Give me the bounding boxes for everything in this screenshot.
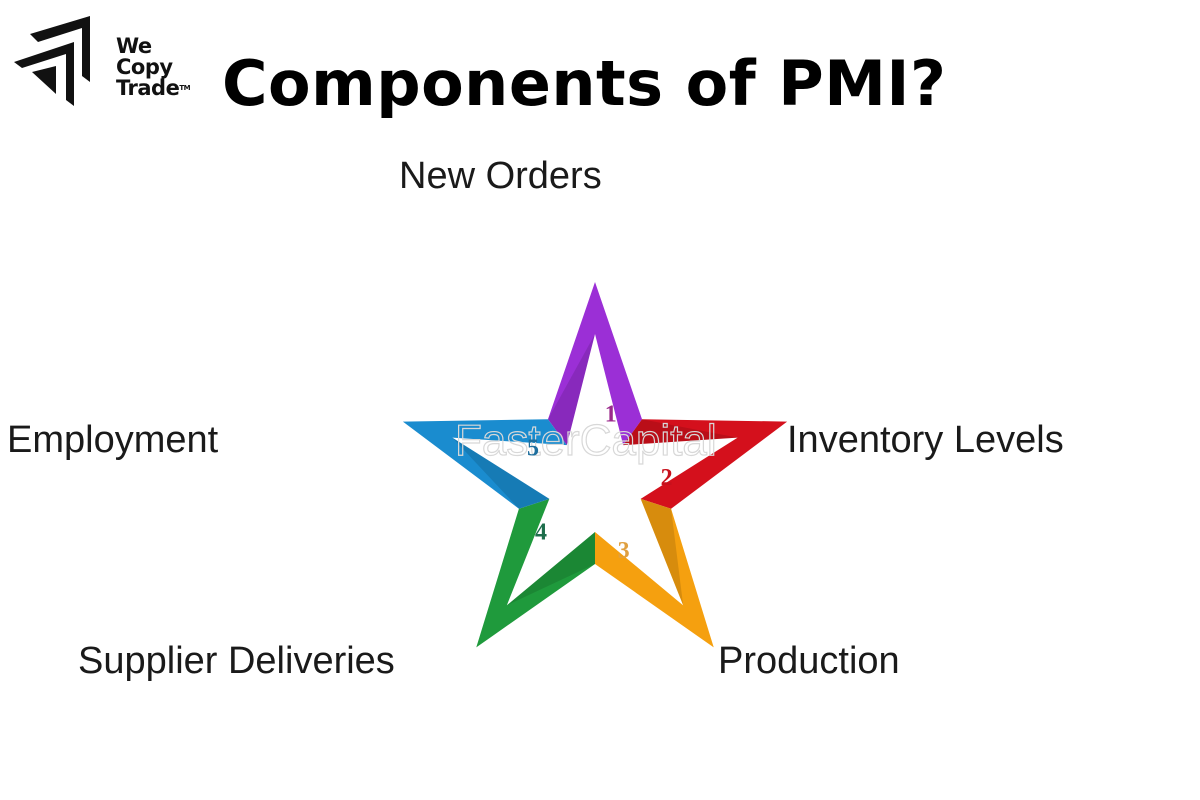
star-arm-shade-3 [640, 498, 684, 606]
label-new-orders: New Orders [399, 155, 602, 197]
star-number-3: 3 [618, 538, 630, 564]
logo-text: We Copy TradeTM [116, 34, 191, 100]
label-employment: Employment [7, 419, 219, 461]
watermark: FasterCapital [455, 416, 717, 465]
star-arm-2 [623, 419, 788, 509]
star-number-2: 2 [661, 465, 673, 491]
star-number-5: 5 [527, 435, 539, 461]
label-production: Production [718, 640, 900, 682]
logo-mark-icon [14, 16, 90, 106]
label-inventory-levels: Inventory Levels [787, 419, 1064, 461]
label-supplier-deliveries: Supplier Deliveries [78, 640, 395, 682]
star-arm-shade-1 [547, 334, 595, 446]
star-arm-4 [476, 498, 595, 648]
star-number-1: 1 [605, 402, 617, 428]
star-arm-shade-2 [623, 419, 738, 446]
star-arm-5 [402, 419, 567, 509]
star-arm-shade-4 [506, 532, 595, 606]
star-number-4: 4 [535, 520, 547, 546]
star-arm-1 [547, 282, 643, 446]
page-title: Components of PMI? [222, 47, 947, 120]
star-arm-3 [595, 498, 714, 648]
star-arm-shade-5 [452, 437, 550, 509]
wecopytrade-logo: We Copy TradeTM [12, 14, 202, 109]
